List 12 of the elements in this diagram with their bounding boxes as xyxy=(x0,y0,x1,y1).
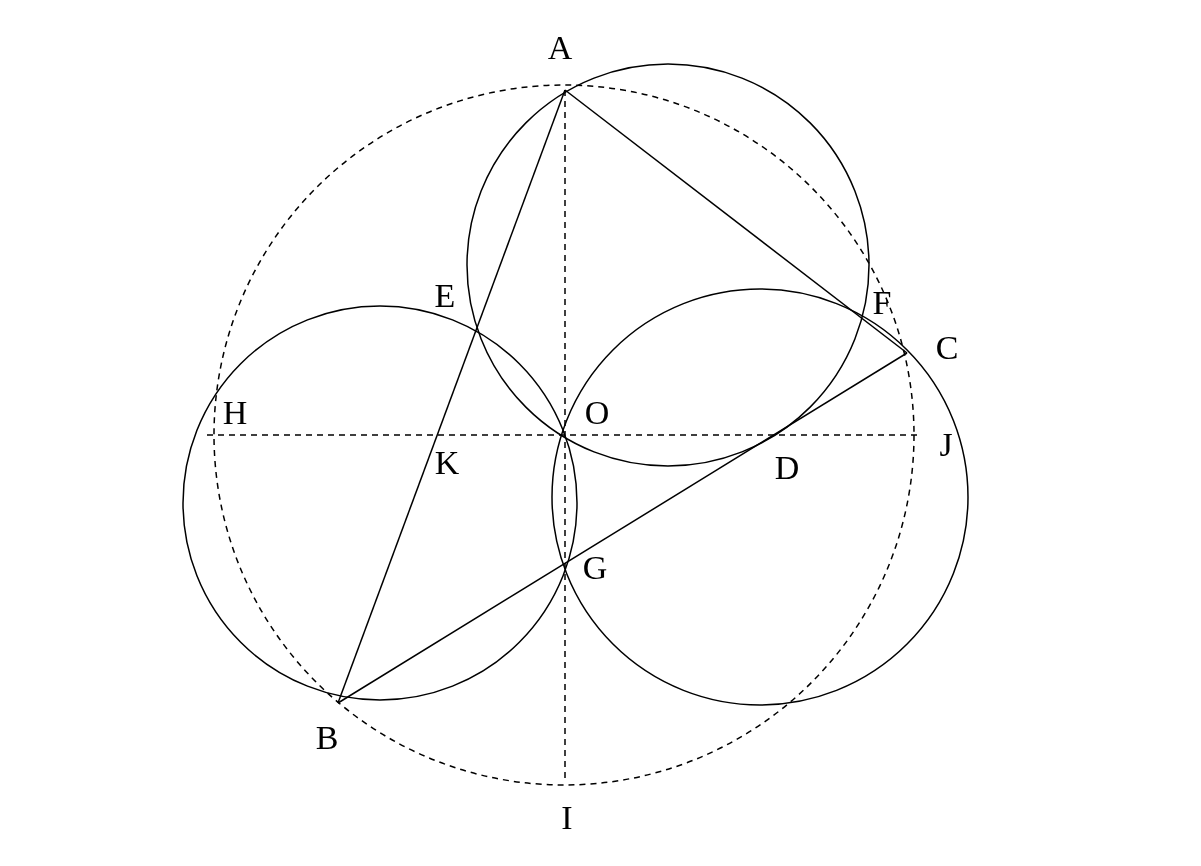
point-label: B xyxy=(315,721,339,755)
point-label: E xyxy=(434,279,456,313)
point-label: A xyxy=(547,31,573,65)
point-label: D xyxy=(774,451,800,485)
point-label: I xyxy=(561,801,573,835)
point-label: C xyxy=(935,331,959,365)
point-label: O xyxy=(584,396,610,430)
point-label: J xyxy=(939,428,953,462)
point-label: H xyxy=(222,396,248,430)
point-label: F xyxy=(872,286,892,320)
point-label: K xyxy=(434,446,460,480)
point-label: G xyxy=(582,551,608,585)
